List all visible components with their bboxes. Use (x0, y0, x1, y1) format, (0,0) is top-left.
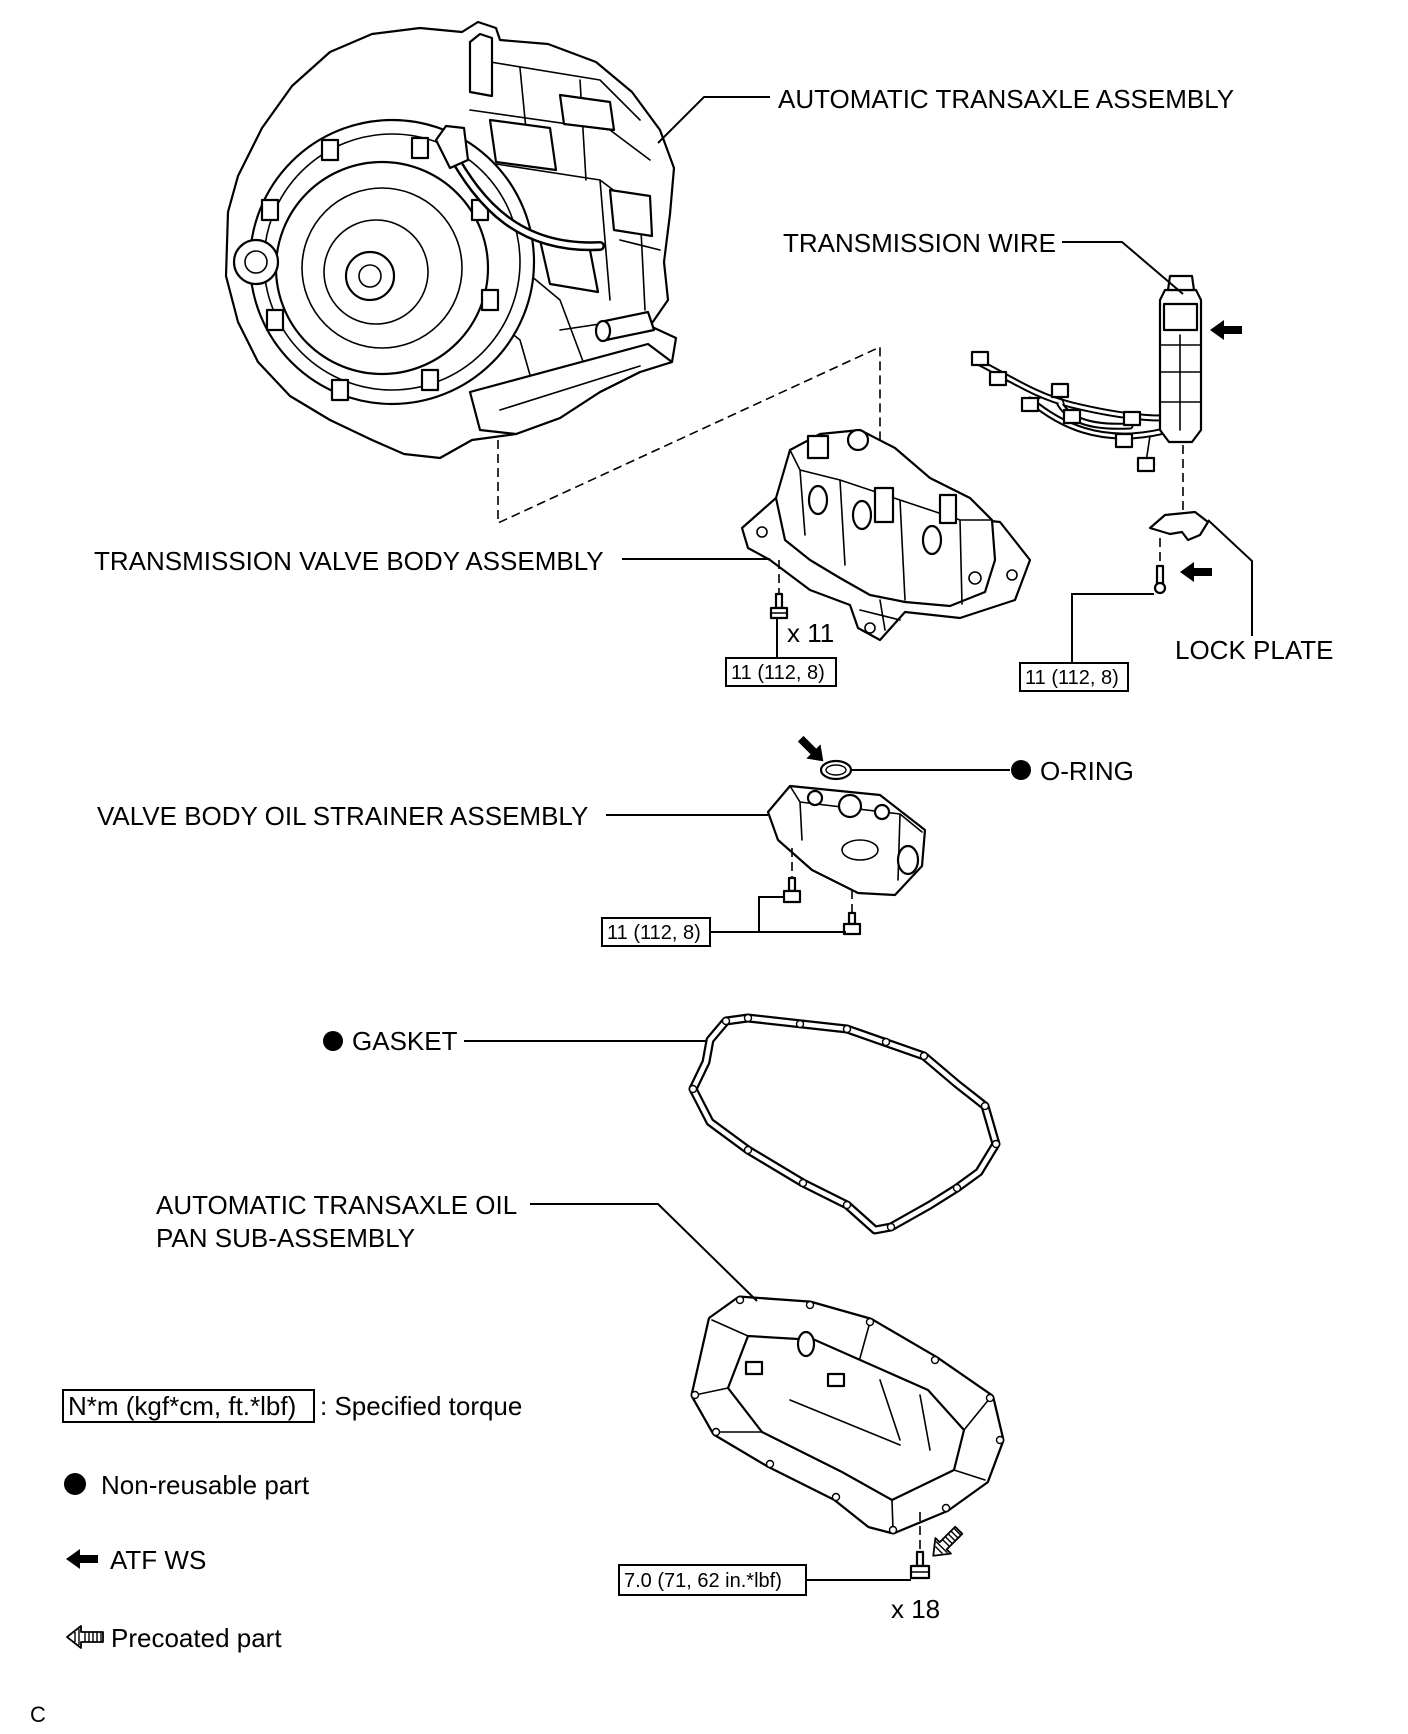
torque-converter-ring (323, 219, 429, 325)
label-oil-pan-line1: AUTOMATIC TRANSAXLE OIL (156, 1190, 517, 1220)
non-reusable-bullet-icon (1011, 760, 1031, 780)
valve-bore (851, 499, 873, 531)
strainer-bolt (842, 911, 862, 936)
valve-bore (807, 484, 829, 516)
oil-pan-drawing (690, 1295, 1005, 1535)
bolt-hole (1006, 569, 1018, 581)
label-transmission-wire: TRANSMISSION WIRE (783, 228, 1056, 258)
wire-connector-clip (1162, 302, 1199, 332)
label-automatic-transaxle-assembly: AUTOMATIC TRANSAXLE ASSEMBLY (778, 84, 1234, 114)
strainer-port (837, 793, 863, 819)
automatic-transaxle-drawing (224, 20, 678, 460)
leader-transmission-wire (1062, 241, 1184, 295)
quantity-valve-body-bolts: x 11 (787, 618, 834, 648)
case-wire (447, 147, 603, 249)
precoated-arrow-icon (932, 1525, 964, 1557)
precoated-arrow-icon (66, 1625, 104, 1649)
legend-torque-meaning: : Specified torque (320, 1391, 522, 1421)
leader-lock-plate (1207, 519, 1253, 636)
solenoid (938, 493, 958, 525)
torque-box-strainer: 11 (112, 8) (601, 917, 711, 947)
legend-atf-ws: ATF WS (110, 1545, 206, 1575)
oil-pan-magnet (826, 1372, 846, 1388)
transaxle-case-panel (558, 93, 616, 132)
valve-body-edges (789, 449, 993, 631)
transmission-wire-drawing (970, 274, 1203, 473)
gasket-bolt-holes (688, 1013, 1001, 1232)
transaxle-case-panel (608, 188, 654, 238)
strainer-port (873, 803, 891, 821)
torque-oil-pan-bolt: 7.0 (71, 62 in.*lbf) (624, 1570, 782, 1592)
solenoid (873, 486, 895, 524)
converter-hub (344, 250, 396, 302)
valve-bore (921, 524, 943, 556)
label-oil-pan-line2: PAN SUB-ASSEMBLY (156, 1223, 415, 1253)
output-shaft-end (594, 319, 612, 343)
torque-valve-body-bolt: 11 (112, 8) (731, 662, 825, 684)
leader-lock-plate-torque (1071, 593, 1154, 663)
transmission-valve-body-drawing (740, 428, 1032, 642)
legend-precoated: Precoated part (111, 1623, 282, 1653)
alignment-line (497, 345, 881, 525)
oil-pan-walls (694, 1319, 991, 1531)
legend: N*m (kgf*cm, ft.*lbf) : Specified torque… (62, 1389, 522, 1653)
label-lock-plate: LOCK PLATE (1175, 635, 1333, 665)
bolt-hole (756, 526, 768, 538)
gasket-drawing (688, 1013, 1001, 1235)
wire-small-connectors (970, 350, 1156, 473)
valve-body-tower (806, 434, 830, 460)
quantity-oil-pan-bolts: x 18 (891, 1594, 940, 1624)
non-reusable-bullet-icon (64, 1473, 86, 1495)
oil-pan-bolt-holes (690, 1295, 1005, 1535)
torque-strainer-bolt: 11 (112, 8) (607, 922, 701, 944)
atf-ws-arrow-icon (66, 1549, 98, 1569)
oil-pan-drain-boss (796, 1330, 816, 1358)
breather-tube (468, 32, 494, 98)
torque-converter-ring (301, 187, 463, 349)
oil-pan-floor (726, 1334, 966, 1502)
legend-torque-units: N*m (kgf*cm, ft.*lbf) (68, 1391, 296, 1421)
converter-shaft (358, 264, 382, 288)
axle-oil-seal-bore (244, 250, 268, 274)
case-connector (434, 124, 470, 170)
torque-box-valve-body: 11 (112, 8) (725, 657, 837, 687)
transaxle-pan-area (468, 342, 674, 436)
atf-ws-arrow-icon (1180, 562, 1212, 582)
legend-non-reusable: Non-reusable part (101, 1470, 310, 1500)
figure-code: C (30, 1702, 46, 1727)
valve-body-oil-strainer-drawing (766, 784, 927, 897)
transaxle-case-panel (488, 118, 558, 172)
leader-transaxle (657, 96, 770, 144)
o-ring-drawing (819, 759, 853, 781)
lock-plate-drawing (1148, 510, 1210, 542)
torque-box-oil-pan: 7.0 (71, 62 in.*lbf) (618, 1564, 807, 1596)
torque-box-lock-plate: 11 (112, 8) (1019, 662, 1129, 692)
wire-connector-plug (1166, 274, 1196, 292)
strainer-port (806, 789, 824, 807)
atf-ws-arrow-icon (797, 735, 824, 762)
axle-oil-seal (232, 238, 280, 286)
bolt-hole (864, 622, 876, 634)
valve-body-bolt (769, 592, 789, 620)
bolt-hole (968, 571, 982, 585)
strainer-bolt (782, 876, 802, 904)
leader-strainer-torque (710, 896, 846, 933)
oil-pan-magnet (744, 1360, 764, 1376)
legend-torque-box (62, 1389, 315, 1423)
leader-oil-pan (530, 1203, 758, 1302)
label-transmission-valve-body-assembly: TRANSMISSION VALVE BODY ASSEMBLY (94, 546, 604, 576)
atf-ws-arrow-icon (1210, 320, 1242, 340)
oil-pan-bolt (909, 1550, 931, 1580)
lock-plate-bolt (1153, 564, 1167, 595)
label-valve-body-oil-strainer-assembly: VALVE BODY OIL STRAINER ASSEMBLY (97, 801, 588, 831)
label-o-ring: O-RING (1040, 756, 1134, 786)
strainer-inlet (896, 844, 920, 876)
non-reusable-bullet-icon (323, 1031, 343, 1051)
label-gasket: GASKET (352, 1026, 458, 1056)
torque-lock-plate-bolt: 11 (112, 8) (1025, 667, 1119, 689)
valve-body-boss (846, 428, 870, 452)
